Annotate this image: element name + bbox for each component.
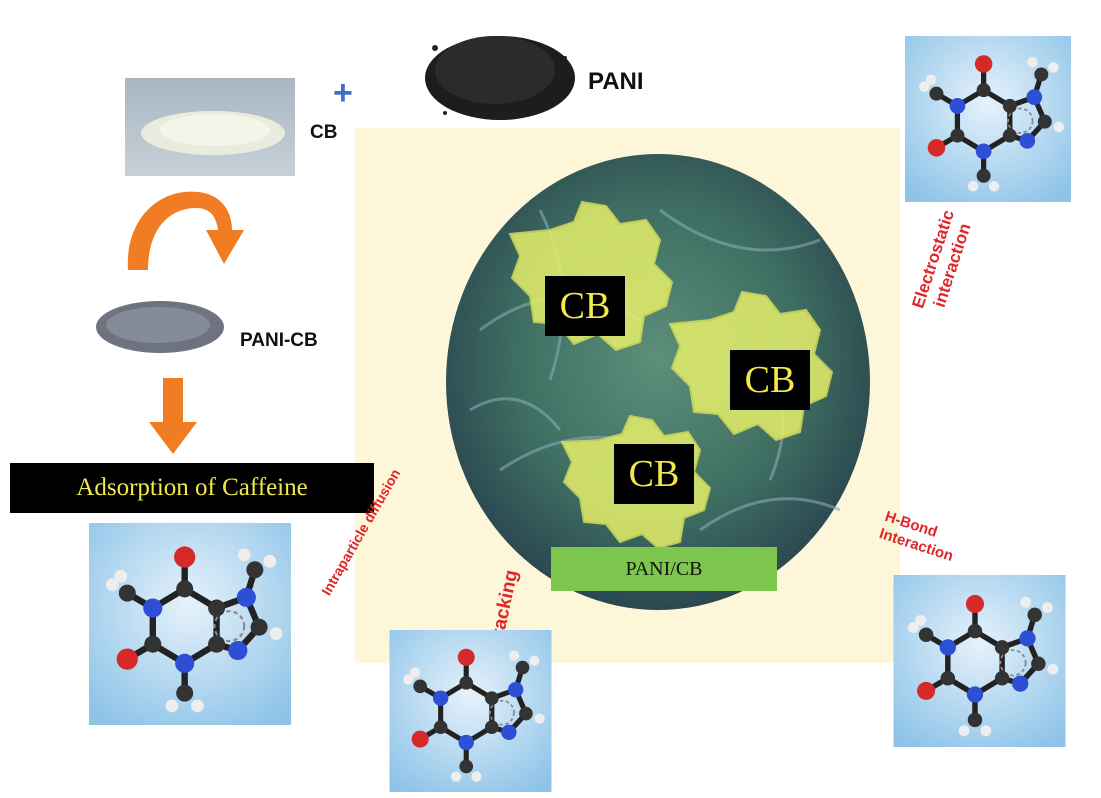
pani-label: PANI	[588, 68, 644, 95]
cb-powder-image	[125, 78, 295, 176]
electrostatic-interaction-label: Electrostatic interaction	[908, 207, 975, 311]
down-arrow-icon	[149, 378, 197, 454]
curved-arrow-icon	[127, 191, 244, 270]
adsorption-title: Adsorption of Caffeine	[10, 463, 374, 513]
caffeine-molecule-icon	[905, 36, 1071, 202]
plus-icon: +	[333, 74, 353, 112]
cb-label: CB	[310, 122, 338, 143]
cb-gear-label-3: CB	[614, 444, 694, 504]
caffeine-molecule-icon	[389, 630, 552, 792]
cb-gear-label-2: CB	[730, 350, 810, 410]
cb-gear-label-1: CB	[545, 276, 625, 336]
pani-cb-powder-image	[96, 301, 224, 353]
caffeine-molecule-icon	[89, 523, 291, 725]
pani-powder-image	[415, 8, 585, 133]
caffeine-molecule-icon	[893, 575, 1066, 747]
pani-cb-label: PANI-CB	[240, 330, 318, 351]
pani-cb-sphere	[446, 154, 870, 610]
pani-cb-composite-label: PANI/CB	[551, 547, 777, 591]
